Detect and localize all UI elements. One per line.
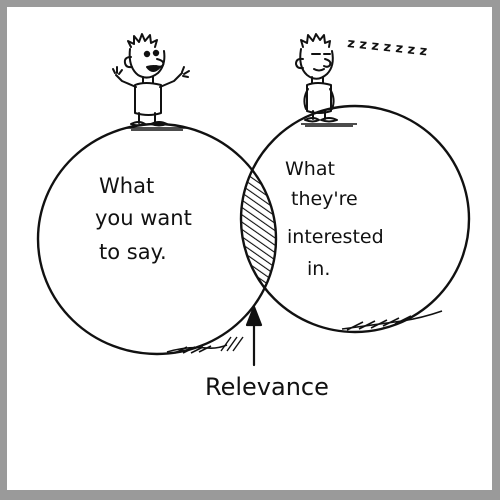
right-label-line-3: interested — [287, 226, 384, 248]
cartoon-paper: z z z z z z z What you want to say. What… — [7, 7, 492, 490]
left-circle-label: What you want to say. — [95, 174, 199, 264]
right-circle-label: What they're interested in. — [285, 158, 390, 280]
up-arrow-icon — [245, 305, 263, 367]
right-circle — [239, 104, 471, 334]
ground-shadow-middle — [220, 336, 244, 352]
venn-diagram: z z z z z z z What you want to say. What… — [36, 33, 471, 401]
right-label-line-4: in. — [307, 258, 330, 280]
left-label-line-2: you want — [95, 206, 192, 230]
ground-shadow-left — [166, 344, 228, 354]
sleeping-person-icon — [295, 33, 338, 123]
relevance-caption: Relevance — [205, 373, 329, 401]
snore-text: z z z z z z z — [347, 36, 428, 59]
ground-shadow-right — [341, 310, 443, 331]
right-person-shadow — [301, 123, 357, 127]
right-label-line-1: What — [285, 158, 335, 180]
left-person-shadow — [125, 127, 187, 131]
right-label-line-2: they're — [291, 188, 358, 210]
left-label-line-3: to say. — [99, 240, 167, 264]
left-label-line-1: What — [99, 174, 154, 198]
left-circle — [36, 122, 278, 356]
talking-person-icon — [112, 33, 190, 127]
